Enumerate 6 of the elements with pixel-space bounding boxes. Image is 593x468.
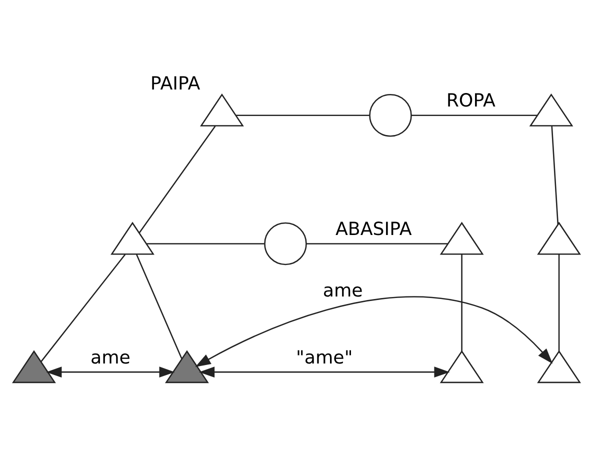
edge-label: ame xyxy=(90,347,130,368)
edge-label: ROPA xyxy=(446,90,496,112)
edge-label: ABASIPA xyxy=(335,218,412,240)
node-label: PAIPA xyxy=(150,74,200,95)
edge-label: "ame" xyxy=(296,347,353,368)
edge-label: ame xyxy=(322,280,363,302)
